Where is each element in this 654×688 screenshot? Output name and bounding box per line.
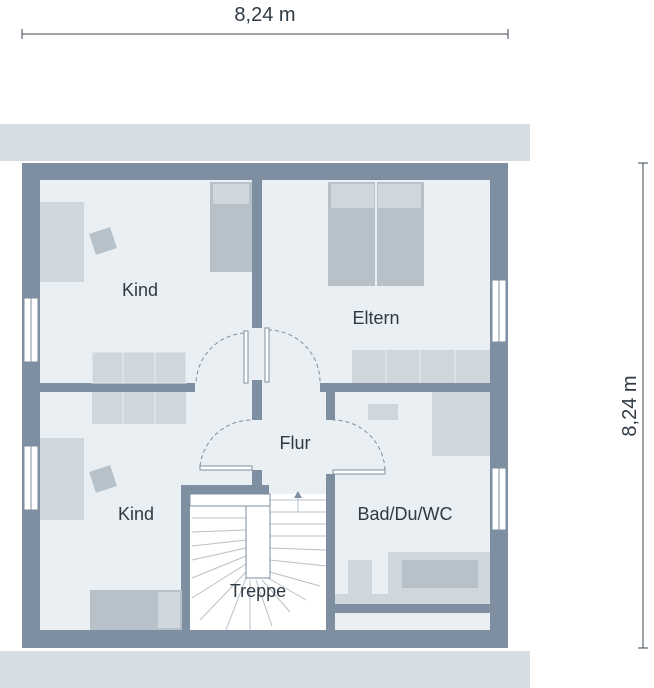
chair-top: [89, 227, 117, 255]
toilet: [348, 560, 372, 594]
room-label-bad: Bad/Du/WC: [357, 504, 452, 524]
wardrobe-bottom: [92, 392, 186, 424]
wardrobe-top: [91, 351, 187, 384]
room-label-kind-top: Kind: [122, 280, 158, 300]
room-label-treppe: Treppe: [230, 581, 286, 601]
stair-core: [245, 493, 271, 579]
wardrobe-eltern: [352, 350, 490, 383]
stair-landing: [189, 493, 271, 507]
width-dimension-label: 8,24 m: [234, 4, 295, 26]
bath-counter: [335, 594, 490, 604]
room-label-flur: Flur: [280, 433, 311, 453]
sink: [368, 404, 398, 420]
desk-bottom: [40, 438, 84, 520]
roof-band-bottom: [0, 651, 530, 688]
kind-bottom-furniture: [40, 392, 186, 630]
room-label-kind-bottom: Kind: [118, 504, 154, 524]
interior-walls: [40, 180, 490, 630]
door-swings: [195, 329, 386, 471]
windows: [23, 279, 507, 531]
height-dimension-label: 8,24 m: [619, 375, 641, 436]
door-leaves: [199, 327, 386, 475]
chair-bottom: [89, 465, 117, 493]
kind-top-furniture: [40, 182, 252, 384]
room-label-eltern: Eltern: [352, 308, 399, 328]
shower: [432, 392, 490, 456]
height-dimension: 8,24 m: [619, 162, 648, 649]
roof-band-top: [0, 124, 530, 161]
bath-furniture: [335, 392, 490, 604]
desk-top: [40, 202, 84, 282]
eltern-furniture: [328, 182, 490, 383]
width-dimension: 8,24 m: [21, 4, 509, 39]
